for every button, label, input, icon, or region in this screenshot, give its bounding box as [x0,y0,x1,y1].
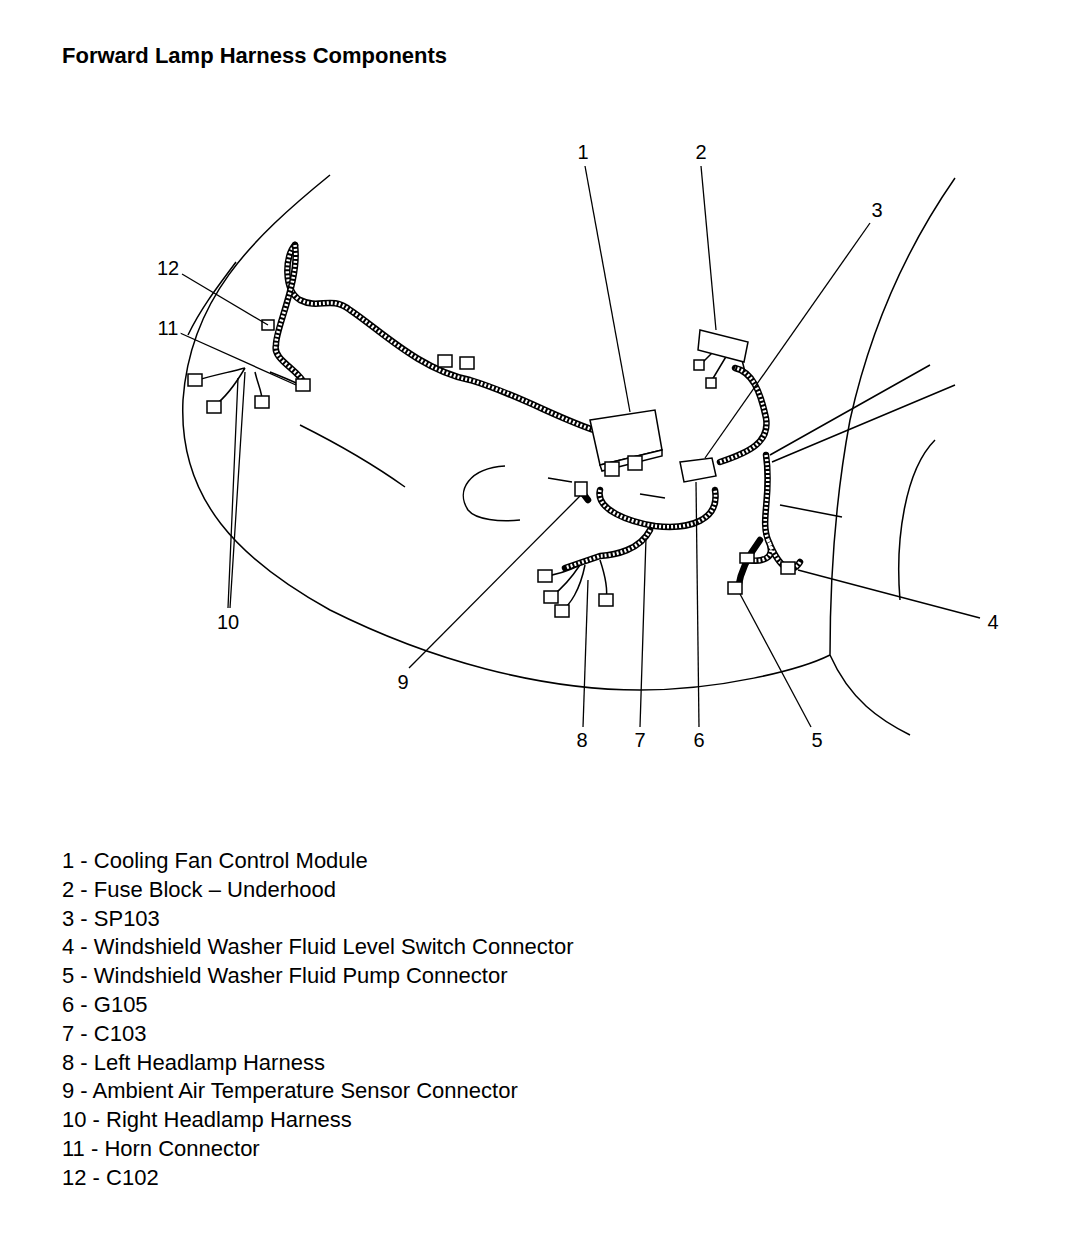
leader-line [228,372,245,608]
headlamp-branch [545,560,607,610]
callout-number: 10 [215,611,241,633]
harness-wire [276,245,305,385]
grille-line [463,466,520,521]
connector [438,355,452,367]
pump-connector [728,582,742,594]
harness-wire [565,530,650,568]
harness-wire [720,368,767,462]
connector [255,396,269,408]
module-connector [605,462,619,476]
callout-number: 7 [632,729,647,751]
leader-line [701,166,716,330]
harness-wire [565,530,650,568]
connector [544,591,558,603]
leader-line [585,166,630,412]
callout-number: 12 [155,257,181,279]
leader-line [696,482,699,727]
connector [555,605,569,617]
callout-number: 4 [985,611,1000,633]
harness-wires [276,245,800,588]
diagram-title: Forward Lamp Harness Components [62,44,447,68]
sensor-connector [575,482,587,496]
legend-entry: 9 - Ambient Air Temperature Sensor Conne… [62,1079,518,1103]
vehicle-body [183,175,955,735]
harness-wire [287,245,600,432]
legend-entry: 1 - Cooling Fan Control Module [62,849,368,873]
callout-number: 2 [693,141,708,163]
callout-number: 5 [809,729,824,751]
legend-entry: 8 - Left Headlamp Harness [62,1051,325,1075]
branch-wires [198,345,745,610]
connector [460,357,474,369]
harness-wire [600,490,716,527]
leader-line [798,570,980,618]
connector [740,553,754,563]
module-connector [628,456,642,470]
callout-number: 9 [395,671,410,693]
legend-entry: 2 - Fuse Block – Underhood [62,878,336,902]
grille-line [548,478,665,498]
leader-line [640,538,646,727]
callout-number: 6 [691,729,706,751]
legend-entry: 4 - Windshield Washer Fluid Level Switch… [62,935,574,959]
leader-lines [180,166,980,727]
legend-entry: 10 - Right Headlamp Harness [62,1108,352,1132]
harness-wire [720,368,767,462]
callout-number: 1 [575,141,590,163]
connector [599,594,613,606]
leader-line [180,333,296,385]
harness-parts [188,320,795,617]
connector [538,570,552,582]
legend-entry: 11 - Horn Connector [62,1137,260,1161]
connector [188,374,202,386]
body-line [770,365,955,462]
hood-outline [183,175,830,690]
relay [706,378,716,388]
harness-wire [287,245,600,432]
leader-line [583,580,588,727]
relay [694,360,704,370]
fuse-block [698,330,748,362]
legend-entry: 3 - SP103 [62,907,160,931]
connector [296,379,310,391]
fender-line [188,262,236,335]
connector [207,401,221,413]
leader-line [182,274,268,325]
legend-entry: 12 - C102 [62,1166,159,1190]
ground-g105 [680,458,716,482]
leader-line [705,223,870,458]
legend-entry: 6 - G105 [62,993,148,1017]
body-line [780,505,842,517]
level-switch-connector [781,562,795,574]
harness-wire [276,245,305,385]
harness-wire [600,490,716,527]
bumper-line [300,425,405,487]
harness-wire [738,540,760,588]
legend-entry: 7 - C103 [62,1022,146,1046]
legend-entry: 5 - Windshield Washer Fluid Pump Connect… [62,964,507,988]
callout-number: 3 [869,199,884,221]
callout-number: 8 [574,729,589,751]
leader-line [740,594,811,727]
fender-outline [830,178,955,735]
callout-number: 11 [156,317,181,339]
leader-line [409,496,580,668]
wheel-arch [899,440,935,600]
